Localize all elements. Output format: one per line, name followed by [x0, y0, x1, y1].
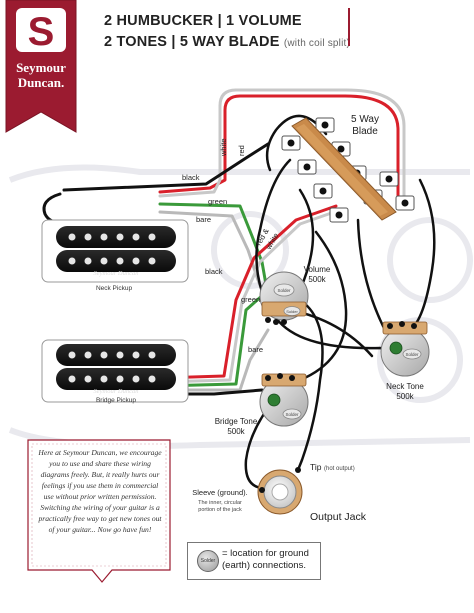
wire-pot-ground-loop [274, 316, 400, 354]
header-divider [348, 8, 350, 46]
wire-label-white: white [219, 138, 228, 157]
wire-red-neck [158, 94, 400, 200]
neck-tone-label-2: 500k [396, 392, 414, 401]
volume-pot-label-2: 500k [308, 275, 326, 284]
blade-switch-label-1: 5 Way [351, 114, 379, 125]
title-line-2-sub: (with coil split) [283, 38, 351, 49]
jack-tip-sub: (hot output) [324, 466, 355, 472]
brand-banner: S Seymour Duncan. [5, 0, 77, 133]
output-jack: Tip (hot output) Sleeve (ground). The in… [192, 459, 367, 523]
wire-label-bare-1: bare [196, 215, 211, 224]
wire-label-black-1: black [182, 173, 200, 182]
wire-switch-volume [298, 188, 315, 292]
neck-tone-label-1: Neck Tone [386, 382, 424, 391]
brand-name-line2: Duncan. [18, 75, 65, 90]
legend-solder-icon: Solder [197, 550, 219, 572]
wire-black-neck-2 [62, 142, 270, 192]
wire-switch-bridge-tone [298, 230, 348, 382]
volume-pot: Solder Solder Volume 500k [259, 265, 331, 325]
wire-black-neck [42, 192, 66, 224]
note-card [27, 439, 171, 583]
jack-tip-label: Tip [310, 462, 322, 472]
blade-switch-label-2: Blade [352, 126, 378, 137]
bridge-tone-label-2: 500k [227, 427, 245, 436]
wire-switch-right [408, 178, 436, 332]
neck-pickup: Seymour Duncan Neck Pickup [41, 219, 189, 292]
neck-tone-pot: Solder Neck Tone 500k [380, 321, 430, 401]
wire-label-red: red [237, 145, 246, 156]
jack-sleeve-sub-1: The inner, circular [198, 500, 242, 506]
output-jack-label: Output Jack [310, 511, 367, 523]
wire-bare-bridge [158, 328, 270, 392]
bridge-tone-pot: Solder Bridge Tone 500k [215, 373, 309, 436]
title-line-1-text: 2 HUMBUCKER | 1 VOLUME [104, 13, 302, 29]
wire-green-neck [158, 202, 270, 298]
volume-pot-solder-2: Solder [286, 309, 298, 314]
wire-pot-ground-2 [244, 398, 276, 490]
bridge-tone-solder: Solder [285, 412, 299, 417]
wire-label-green-2: green [241, 295, 260, 304]
neck-pickup-label: Neck Pickup [96, 285, 133, 292]
wire-red-bridge [158, 204, 338, 380]
wire-label-black-2: black [205, 267, 223, 276]
blade-switch: 5 Way Blade [281, 114, 415, 223]
wire-label-green-1: green [208, 197, 227, 206]
volume-pot-label-1: Volume [304, 265, 331, 274]
bridge-pickup-label: Bridge Pickup [96, 397, 136, 404]
title-line-1: 2 HUMBUCKER | 1 VOLUME [104, 13, 302, 29]
neck-pickup-brand: Seymour Duncan [94, 270, 139, 277]
jack-sleeve-sub-2: portion of the jack [198, 507, 242, 513]
wire-white-bridge [158, 208, 342, 384]
brand-logo-letter: S [28, 10, 55, 54]
wire-green-bridge [158, 292, 266, 388]
bridge-pickup-brand: Seymour Duncan [94, 388, 139, 395]
bridge-pickup: Seymour Duncan Bridge Pickup [41, 339, 189, 404]
bridge-tone-label-1: Bridge Tone [215, 417, 258, 426]
title-line-2-main: 2 TONES | 5 WAY BLADE [104, 34, 280, 50]
wire-switch-top-loop [265, 114, 328, 172]
note-text: Here at Seymour Duncan, we encourage you… [38, 448, 162, 534]
title-line-2: 2 TONES | 5 WAY BLADE (with coil split) [104, 34, 350, 50]
brand-name-line1: Seymour [16, 60, 66, 75]
legend-text: = location for ground (earth) connection… [222, 548, 309, 571]
wire-label-bare-2: bare [248, 345, 263, 354]
wire-switch-ground [255, 158, 292, 294]
wire-white-neck [158, 88, 406, 202]
wire-switch-neck-tone [356, 218, 386, 330]
neck-tone-solder: Solder [405, 352, 419, 357]
volume-pot-solder: Solder [277, 288, 291, 293]
jack-sleeve-label: Sleeve (ground). [192, 488, 247, 497]
